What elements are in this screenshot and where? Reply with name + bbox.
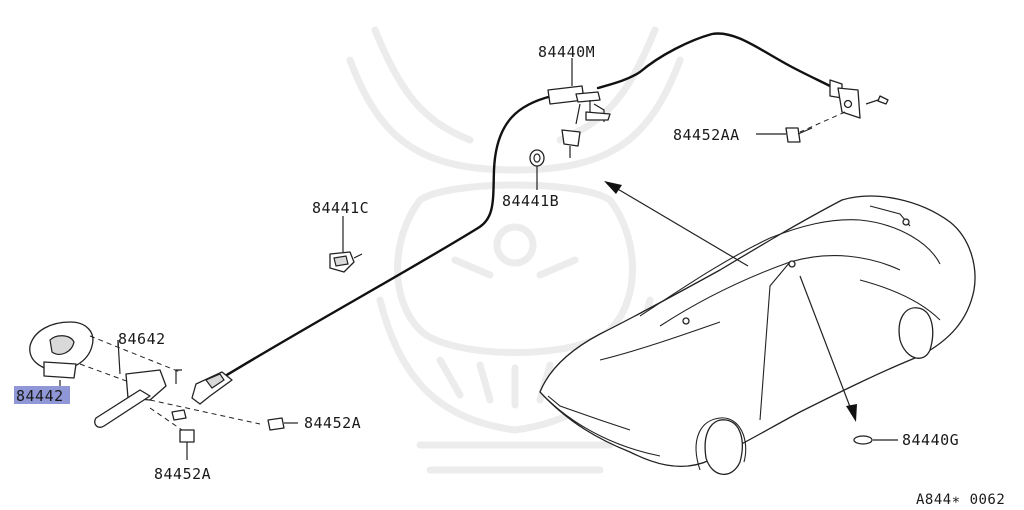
callout-84452AA[interactable]: 84452AA — [673, 126, 740, 144]
part-84440G-cap — [853, 435, 898, 445]
watermark-emblem — [346, 26, 684, 474]
selected-callout-highlight — [14, 386, 70, 404]
part-84441B-clip — [529, 149, 545, 186]
part-84440M-junction — [547, 64, 611, 158]
callout-84642[interactable]: 84642 — [118, 330, 166, 348]
callout-84440M[interactable]: 84440M — [538, 43, 595, 61]
car-illustration — [539, 195, 976, 475]
drawing-number: A844∗ 0062 — [916, 492, 1005, 508]
callout-84441C[interactable]: 84441C — [312, 199, 369, 217]
callout-84452A-bottom[interactable]: 84452A — [154, 465, 211, 483]
part-84642-opener-lever — [29, 321, 261, 428]
part-84441C-clamp — [329, 220, 363, 273]
callout-84442[interactable]: 84442 — [16, 387, 64, 405]
callout-84452A-right[interactable]: 84452A — [304, 414, 361, 432]
direction-arrows — [604, 181, 857, 422]
opener-cable — [210, 32, 832, 386]
part-84452A-bolt-bottom — [149, 407, 195, 460]
part-84452AA-bolt — [756, 127, 813, 143]
cable-end-fitting — [799, 79, 889, 133]
callout-84440G[interactable]: 84440G — [902, 431, 959, 449]
callout-84441B[interactable]: 84441B — [502, 192, 559, 210]
part-84452A-bolt-right — [267, 417, 298, 431]
